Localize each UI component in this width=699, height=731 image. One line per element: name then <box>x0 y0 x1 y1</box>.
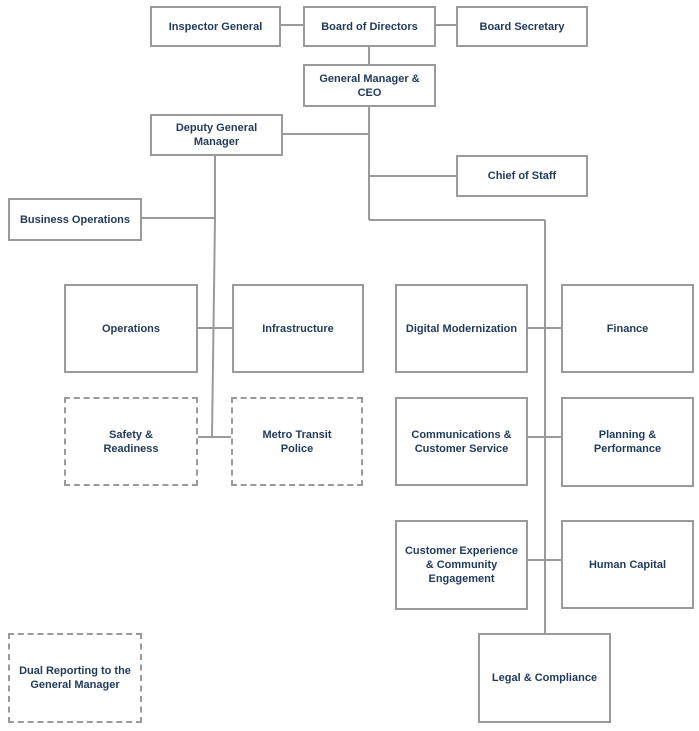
node-chief-of-staff: Chief of Staff <box>456 155 588 197</box>
node-business-operations: Business Operations <box>8 198 142 241</box>
node-safety-readiness: Safety & Readiness <box>64 397 198 486</box>
node-digital-modernization: Digital Modernization <box>395 284 528 373</box>
node-human-capital: Human Capital <box>561 520 694 609</box>
node-infrastructure: Infrastructure <box>232 284 364 373</box>
node-deputy-general-manager: Deputy General Manager <box>150 114 283 156</box>
node-finance: Finance <box>561 284 694 373</box>
node-operations: Operations <box>64 284 198 373</box>
node-planning-performance: Planning & Performance <box>561 397 694 487</box>
node-customer-experience: Customer Experience & Community Engageme… <box>395 520 528 610</box>
node-inspector-general: Inspector General <box>150 6 281 47</box>
node-board-secretary: Board Secretary <box>456 6 588 47</box>
node-communications-customer-service: Communications & Customer Service <box>395 397 528 486</box>
node-board-of-directors: Board of Directors <box>303 6 436 47</box>
legend-dual-reporting: Dual Reporting to the General Manager <box>8 633 142 723</box>
node-general-manager-ceo: General Manager & CEO <box>303 64 436 107</box>
node-metro-transit-police: Metro Transit Police <box>231 397 363 486</box>
node-legal-compliance: Legal & Compliance <box>478 633 611 723</box>
